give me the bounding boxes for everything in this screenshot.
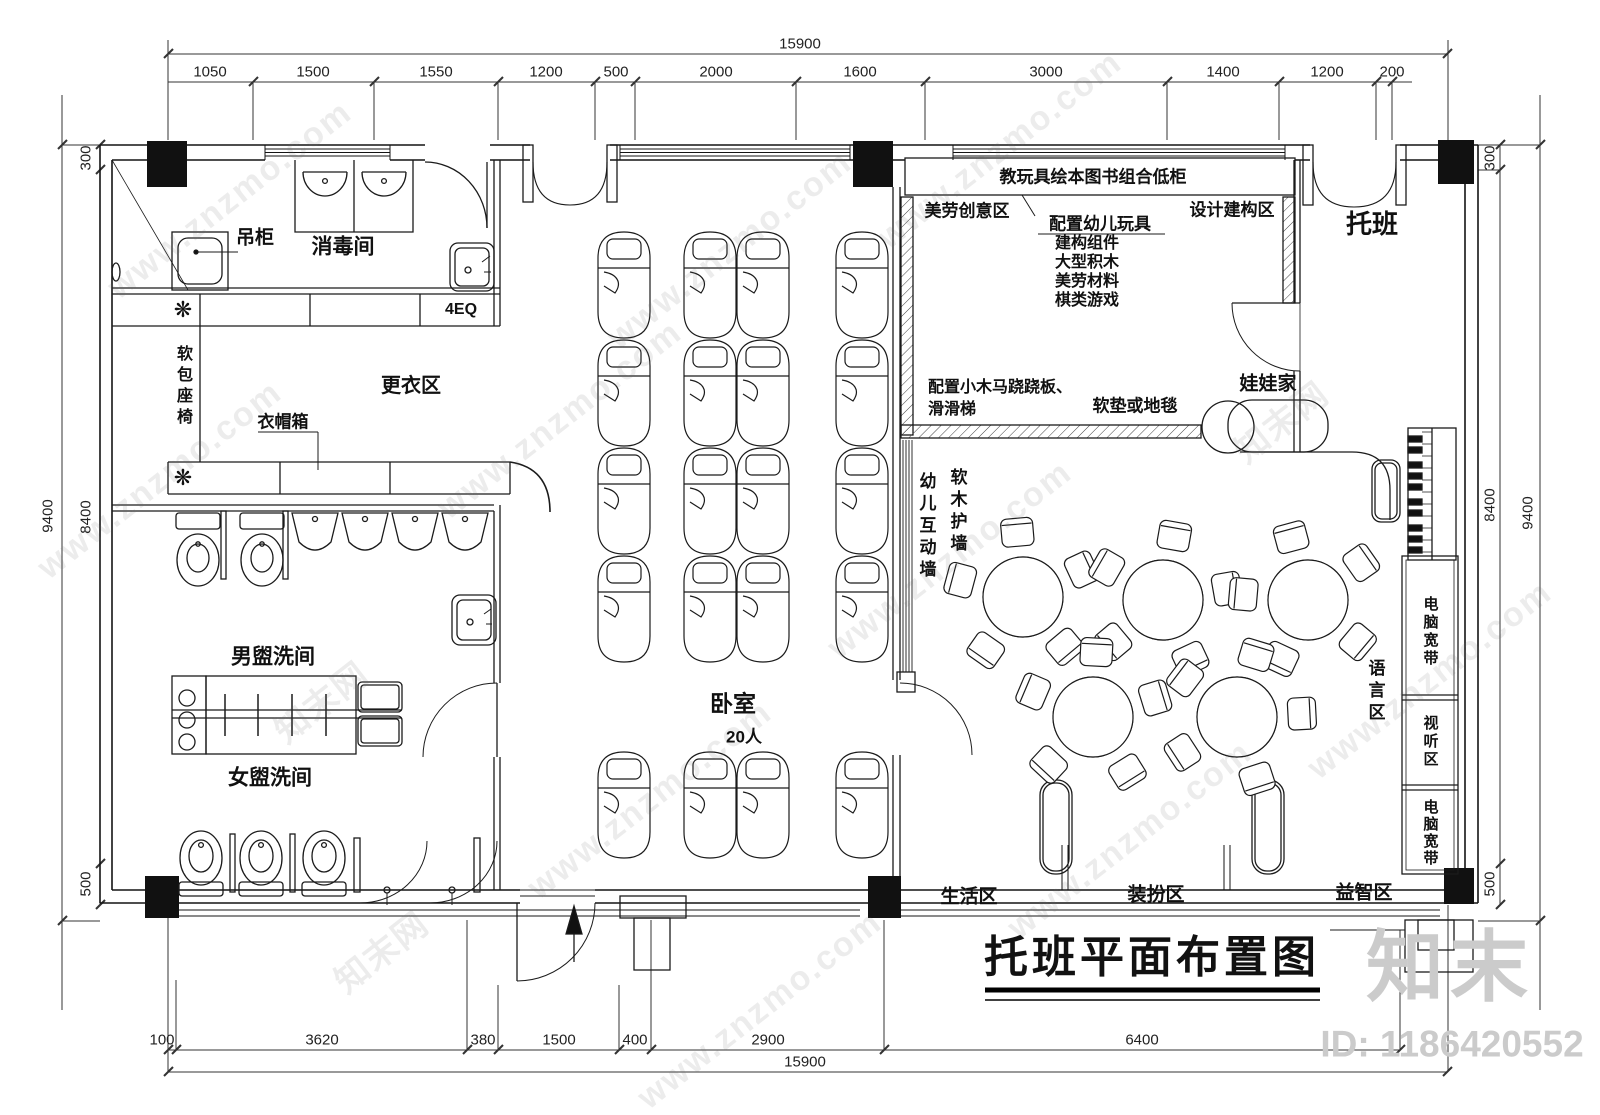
title-underline: [985, 987, 1320, 1001]
dim-bottom-3: 1500: [542, 1031, 576, 1049]
dim-top-0: 1050: [193, 63, 227, 81]
dim-top-5: 2000: [699, 63, 733, 81]
label-toy-list-4: 棋类游戏: [1054, 292, 1120, 309]
round-table: [1135, 613, 1340, 815]
crib-bed: [835, 339, 889, 447]
label-av-area: 视听区: [1421, 715, 1439, 769]
label-cloak-box: 衣帽箱: [257, 412, 309, 432]
label-disinfection-room: 消毒间: [311, 235, 375, 259]
dim-top-1: 1500: [296, 63, 330, 81]
label-doll-house: 娃娃家: [1239, 373, 1297, 395]
dimension-lines: [57, 40, 1546, 1077]
plant-icon: ❋: [173, 465, 193, 490]
label-broadband-2: 电脑宽带: [1421, 799, 1439, 867]
watermark-logo: 知末: [1365, 923, 1535, 1011]
crib-bed: [597, 447, 651, 555]
dim-left-2: 500: [77, 871, 95, 897]
watermark-id: ID: 1186420552: [1320, 1023, 1584, 1065]
dim-bottom-0: 100: [149, 1031, 175, 1049]
plant-icon: ❋: [173, 297, 193, 322]
round-table: [1003, 626, 1182, 801]
dim-right-0: 300: [1481, 145, 1499, 171]
interior-walls: [111, 144, 1474, 982]
label-art-area: 美劳创意区: [924, 201, 1010, 221]
dim-top-2: 1550: [419, 63, 453, 81]
label-slide: 滑滑梯: [927, 401, 977, 418]
label-dressup-area: 装扮区: [1127, 884, 1185, 906]
crib-bed: [736, 447, 790, 555]
label-construction-area: 设计建构区: [1189, 200, 1275, 220]
label-boys-washroom: 男盥洗间: [231, 645, 315, 669]
dim-top-3: 1200: [529, 63, 563, 81]
label-living-area: 生活区: [940, 886, 998, 908]
page-title: 托班平面布置图: [984, 933, 1320, 982]
label-toy-cabinet: 教玩具绘本图书组合低柜: [999, 167, 1187, 187]
label-toys-config: 配置幼儿玩具: [1049, 214, 1151, 234]
label-interactive-wall: 幼儿互动墙: [916, 472, 936, 582]
dim-top-7: 3000: [1029, 63, 1063, 81]
label-cork-wall: 软木护墙: [947, 468, 967, 556]
crib-bed: [683, 555, 737, 663]
dim-right-1: 8400: [1481, 488, 1499, 522]
label-toy-list-2: 大型积木: [1054, 254, 1120, 271]
dim-left-0: 300: [77, 145, 95, 171]
label-hanging-cabinet: 吊柜: [235, 227, 275, 249]
dim-bottom-6: 6400: [1125, 1031, 1159, 1049]
dim-right-total: 9400: [1519, 496, 1537, 530]
label-language-area: 语言区: [1365, 659, 1385, 725]
label-shelf-4eq: 4EQ: [444, 301, 478, 318]
label-changing-area: 更衣区: [381, 375, 441, 397]
crib-bed: [597, 555, 651, 663]
label-capacity: 20人: [726, 727, 762, 747]
crib-bed: [736, 555, 790, 663]
label-toy-list-1: 建构组件: [1054, 235, 1120, 252]
label-broadband-1: 电脑宽带: [1421, 596, 1439, 668]
dim-right-2: 500: [1481, 871, 1499, 897]
crib-bed: [835, 751, 889, 859]
crib-bed: [736, 751, 790, 859]
label-soft-mat: 软垫或地毯: [1092, 396, 1178, 416]
label-bedroom: 卧室: [710, 690, 756, 717]
dim-left-total: 9400: [39, 499, 57, 533]
dim-bottom-total: 15900: [784, 1053, 826, 1071]
label-puzzle-area: 益智区: [1335, 882, 1393, 904]
label-soft-seat: 软包座椅: [174, 345, 191, 429]
label-girls-washroom: 女盥洗间: [228, 766, 312, 790]
label-nursery: 托班: [1345, 209, 1399, 239]
exterior-walls: [99, 144, 1479, 917]
crib-bed: [835, 447, 889, 555]
dim-bottom-4: 400: [622, 1031, 648, 1049]
crib-bed: [683, 447, 737, 555]
dim-top-6: 1600: [843, 63, 877, 81]
dim-top-9: 1200: [1310, 63, 1344, 81]
dim-top-10: 200: [1379, 63, 1405, 81]
label-toy-list-3: 美劳材料: [1054, 273, 1120, 290]
dim-left-1: 8400: [77, 500, 95, 534]
dim-top-4: 500: [603, 63, 629, 81]
crib-bed: [835, 231, 889, 339]
crib-bed: [683, 339, 737, 447]
crib-bed: [736, 339, 790, 447]
dim-bottom-5: 2900: [751, 1031, 785, 1049]
dim-top-total: 15900: [779, 35, 821, 53]
dim-bottom-1: 3620: [305, 1031, 339, 1049]
label-rocking-horse: 配置小木马跷跷板、: [927, 379, 1073, 396]
dim-top-8: 1400: [1206, 63, 1240, 81]
structural-columns: [145, 140, 1474, 918]
dim-bottom-2: 380: [470, 1031, 496, 1049]
